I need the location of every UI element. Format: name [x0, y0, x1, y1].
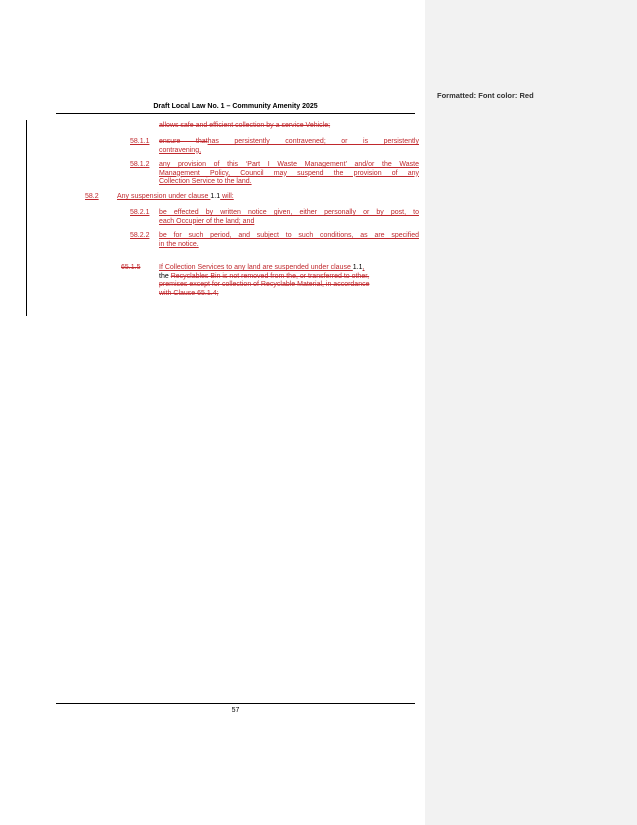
inserted-text: , — [362, 264, 365, 271]
page-number: 57 — [231, 707, 240, 714]
cross-reference[interactable]: 1.1 — [352, 264, 363, 271]
deleted-text: Recyclables Bin is not removed from the,… — [170, 272, 370, 280]
footer-divider — [56, 703, 415, 704]
inserted-text: has persistently contravened; or is pers… — [207, 138, 419, 145]
clause-58-2-1-line-2: each Occupier of the land; and — [159, 217, 255, 225]
deleted-text: ensure that — [159, 138, 208, 145]
inserted-text: Any suspension under clause — [117, 193, 211, 200]
clause-58-2-2-line-2: in the notice. — [159, 240, 199, 248]
deleted-text-line: allows safe and efficient collection by … — [159, 122, 331, 129]
clause-number-58-1-2: 58.1.2 — [130, 161, 150, 168]
clause-65-1-5-line-3: premises except for collection of Recycl… — [159, 281, 370, 289]
clause-58-1-1-line-2: contravening, — [159, 146, 202, 154]
cross-reference[interactable]: 1.1 — [210, 193, 221, 200]
inserted-text: If Collection Services to any land are s… — [159, 264, 353, 271]
original-text: the — [159, 272, 171, 280]
clause-number-58-1-1: 58.1.1 — [130, 138, 150, 145]
revision-change-bar — [26, 120, 27, 316]
inserted-text: will: — [220, 193, 234, 200]
clause-65-1-5-line-1: If Collection Services to any land are s… — [159, 264, 364, 273]
clause-65-1-5-line-4: with Clause 65.1.4; — [159, 289, 219, 297]
clause-58-2-1-line-1: be effected by written notice given, eit… — [159, 209, 419, 216]
clause-58-1-2-line-2: Management Policy, Council may suspend t… — [159, 169, 419, 177]
clause-number-58-2: 58.2 — [85, 193, 99, 200]
comment-balloon-label[interactable]: Formatted: Font color: Red — [437, 91, 534, 100]
document-page — [0, 0, 425, 825]
clause-58-1-2-line-3: Collection Service to the land. — [159, 178, 252, 186]
comment-pane — [425, 0, 637, 825]
clause-65-1-5-line-2: the Recyclables Bin is not removed from … — [159, 273, 369, 282]
clause-number-58-2-2: 58.2.2 — [130, 232, 150, 239]
clause-number-58-2-1: 58.2.1 — [130, 209, 150, 216]
clause-58-2-2-line-1: be for such period, and subject to such … — [159, 232, 419, 239]
clause-number-65-1-5: 65.1.5 — [121, 264, 141, 271]
clause-58-1-1-line-1: ensure thathas persistently contravened;… — [159, 138, 419, 147]
clause-58-1-2-line-1: any provision of this ‘Part I Waste Mana… — [159, 161, 419, 168]
clause-58-2-text: Any suspension under clause 1.1 will: — [117, 193, 234, 202]
header-divider — [56, 113, 415, 114]
page-header: Draft Local Law No. 1 – Community Amenit… — [153, 103, 318, 110]
